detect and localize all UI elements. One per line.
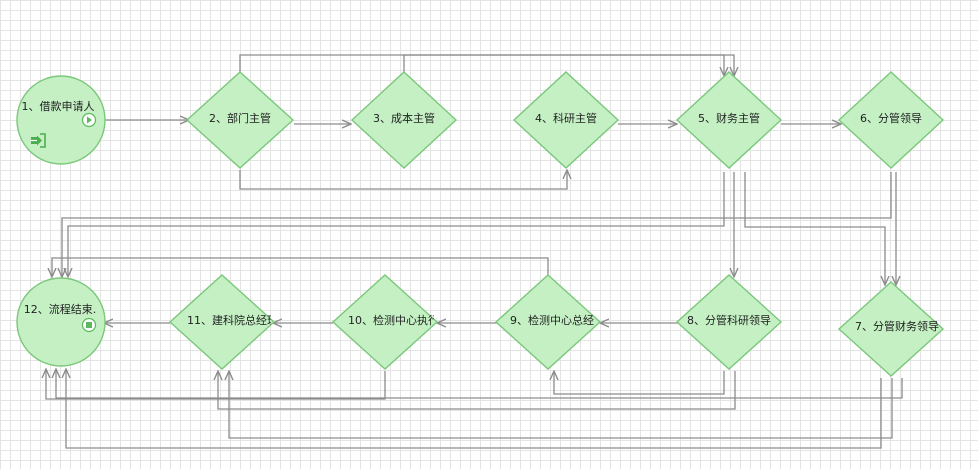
node-7[interactable]: 7、分管财务领导	[837, 281, 945, 377]
node-11-label: 11、建科院总经理	[187, 313, 278, 327]
edge-5-7	[744, 172, 885, 284]
edge-6-12	[62, 172, 892, 276]
enter-icon	[31, 133, 46, 148]
node-8-label: 8、分管科研领导	[687, 313, 771, 327]
node-1-label: 1、借款申请人	[22, 99, 95, 113]
node-9-label: 9、检测中心总经	[510, 313, 594, 327]
edge-7-12-b	[56, 370, 903, 399]
edge-8-11	[218, 371, 736, 410]
edge-10-12	[46, 370, 386, 400]
edge-7-11	[229, 372, 893, 439]
node-4[interactable]: 4、科研主管	[512, 71, 620, 169]
edges	[46, 54, 903, 449]
edge-3-5	[403, 54, 734, 76]
node-7-label: 7、分管财务领导	[855, 319, 939, 333]
stop-icon	[81, 317, 97, 333]
node-6[interactable]: 6、分管领导	[837, 71, 945, 169]
play-icon	[81, 112, 97, 128]
edge-9-12	[52, 257, 549, 276]
node-5-label: 5、财务主管	[698, 111, 760, 125]
edge-5-12	[68, 172, 725, 276]
node-3-label: 3、成本主管	[373, 111, 435, 125]
node-4-label: 4、科研主管	[535, 111, 597, 125]
node-6-label: 6、分管领导	[860, 111, 922, 125]
node-2-label: 2、部门主管	[209, 111, 271, 125]
node-11[interactable]: 11、建科院总经理	[168, 274, 278, 370]
edge-2-4	[239, 170, 567, 190]
node-3[interactable]: 3、成本主管	[350, 71, 458, 169]
edge-7-12	[66, 370, 882, 449]
edge-8-9-bottom	[554, 371, 725, 395]
node-5[interactable]: 5、财务主管	[675, 71, 783, 169]
node-8[interactable]: 8、分管科研领导	[675, 274, 783, 370]
node-10-label: 10、检测中心执行	[348, 313, 439, 327]
edge-2-5	[239, 54, 724, 76]
node-end[interactable]: 12、流程结束.	[16, 277, 106, 367]
node-start[interactable]: 1、借款申请人	[16, 75, 106, 165]
node-10[interactable]: 10、检测中心执行	[331, 274, 439, 370]
node-2[interactable]: 2、部门主管	[185, 71, 295, 169]
node-12-label: 12、流程结束.	[24, 302, 97, 316]
node-9[interactable]: 9、检测中心总经	[494, 274, 602, 370]
